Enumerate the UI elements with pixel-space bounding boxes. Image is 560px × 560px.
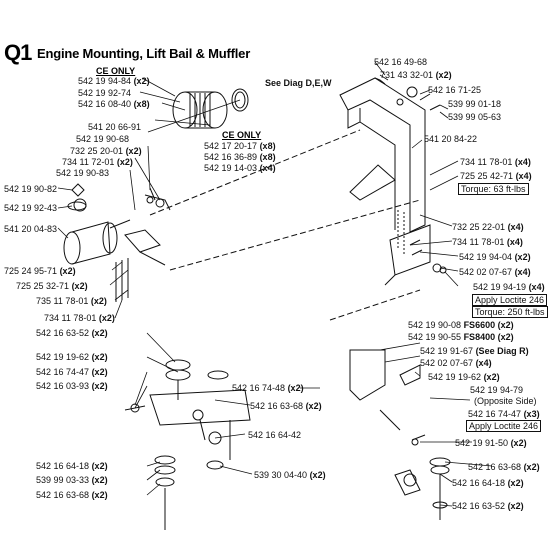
part-label: 539 99 01-18 [448, 99, 502, 109]
part-label: 541 20 84-22 [424, 134, 478, 144]
part-label: 542 16 71-25 [428, 85, 482, 95]
part-label: 542 02 07-67 (x4) [420, 358, 492, 368]
part-label: 539 30 04-40 (x2) [254, 470, 326, 480]
part-label: 542 19 91-67 (See Diag R) [420, 346, 529, 356]
loctite-note: Apply Loctite 246 [466, 420, 542, 432]
part-label: 731 43 32-01 (x2) [380, 70, 452, 80]
part-label: 542 16 74-47 (x2) [36, 367, 108, 377]
loctite-note: Apply Loctite 246 [472, 294, 548, 306]
part-label: 542 19 90-68 [76, 134, 130, 144]
part-label: 542 19 90-08 FS6600 (x2) [408, 320, 514, 330]
leader-lines [409, 160, 459, 287]
part-label: 542 16 63-68 (x2) [36, 490, 108, 500]
part-label: 542 19 90-55 FS8400 (x2) [408, 332, 514, 342]
diagram-title: Engine Mounting, Lift Bail & Muffler [37, 46, 251, 61]
part-label: 539 99 03-33 (x2) [36, 475, 108, 485]
section-code: Q1 [4, 40, 32, 65]
leader-lines [379, 342, 493, 507]
part-label: 542 16 74-48 (x2) [232, 383, 304, 393]
part-label: 732 25 22-01 (x4) [452, 222, 524, 232]
leader-lines [134, 332, 320, 439]
lift-bail-frame [339, 77, 426, 233]
torque-note: Torque: 63 ft-lbs [458, 183, 529, 195]
part-label: 725 25 42-71 (x4) [460, 171, 532, 181]
part-label: 542 16 63-52 (x2) [36, 328, 108, 338]
part-label: 734 11 72-01 (x2) [62, 157, 133, 167]
part-label: 542 16 08-40 (x8) [78, 99, 150, 109]
reference-line [149, 129, 361, 216]
ce-only-heading: CE ONLY [222, 130, 262, 140]
part-label: 542 16 63-52 (x2) [452, 501, 524, 511]
part-label: 542 16 74-47 (x3) [468, 409, 540, 419]
leader-lines [374, 61, 449, 149]
part-label: 542 16 64-18 (x2) [36, 461, 108, 471]
part-label: 542 19 91-50 (x2) [455, 438, 527, 448]
part-label: 541 20 66-91 [88, 122, 142, 132]
fastener-column [397, 210, 405, 256]
muffler [63, 183, 131, 265]
see-diag-note: See Diag D,E,W [265, 78, 332, 88]
reference-line [169, 199, 421, 271]
part-label: 539 99 05-63 [448, 112, 502, 122]
reference-line [329, 289, 421, 321]
part-label: 725 24 95-71 (x2) [4, 266, 76, 276]
part-label: 542 19 90-82 [4, 184, 58, 194]
part-label: 542 19 19-62 (x2) [428, 372, 500, 382]
part-label: 542 19 92-74 [78, 88, 132, 98]
part-label: 542 16 64-42 [248, 430, 302, 440]
part-label: 542 19 94-04 (x2) [459, 252, 531, 262]
part-label: 542 02 07-67 (x4) [459, 267, 531, 277]
part-label: 735 11 78-01 (x2) [36, 296, 107, 306]
engine-mount-bracket [124, 187, 171, 266]
part-label: 542 17 20-17 (x8) [204, 141, 276, 151]
bolt-fasteners [419, 93, 441, 111]
part-label: 542 19 19-62 (x2) [36, 352, 108, 362]
isolator-mount-center [124, 359, 251, 530]
part-label: 542 19 94-84 (x2) [78, 76, 150, 86]
part-label: 732 25 20-01 (x2) [70, 146, 142, 156]
part-label: 542 19 92-43 [4, 203, 58, 213]
bolt-shafts [115, 258, 129, 302]
part-label: 542 16 63-68 (x2) [250, 401, 322, 411]
part-label: 542 19 94-79 [470, 385, 524, 395]
part-label: 725 25 32-71 (x2) [16, 281, 88, 291]
muffler-heat-shield [172, 88, 249, 129]
part-label: 541 20 04-83 [4, 224, 58, 234]
part-label: 542 19 90-83 [56, 168, 110, 178]
isolator-mount-right [394, 434, 451, 520]
part-label: 542 16 03-93 (x2) [36, 381, 108, 391]
part-label: 542 16 64-18 (x2) [452, 478, 524, 488]
part-label: 542 19 94-19 (x4) [473, 282, 545, 292]
ce-only-heading: CE ONLY [96, 66, 136, 76]
part-label: (Opposite Side) [474, 396, 537, 406]
leader-lines [146, 461, 253, 496]
lower-right-bracket [349, 349, 421, 431]
part-label: 542 16 63-68 (x2) [468, 462, 540, 472]
part-label: 542 16 36-89 (x8) [204, 152, 276, 162]
part-label: 542 19 14-03 (x4) [204, 163, 276, 173]
torque-note: Torque: 250 ft-lbs [472, 306, 548, 318]
leader-lines [57, 187, 129, 319]
side-bracket [384, 224, 447, 286]
part-label: 542 16 49-68 [374, 57, 428, 67]
part-label: 734 11 78-01 (x4) [460, 157, 531, 167]
part-label: 734 11 78-01 (x4) [452, 237, 523, 247]
leader-lines [129, 77, 241, 211]
part-label: 734 11 78-01 (x2) [44, 313, 115, 323]
